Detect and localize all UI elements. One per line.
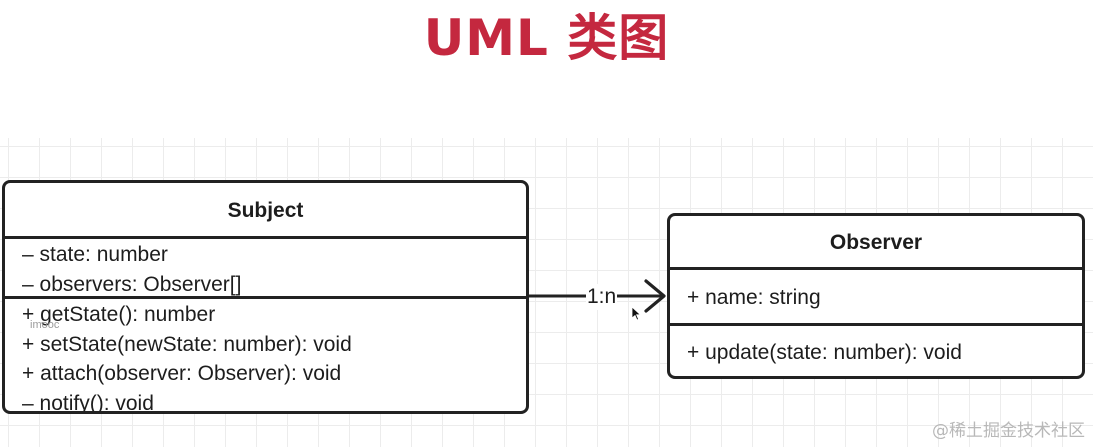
- mouse-cursor-icon: [631, 306, 642, 321]
- method-get-state: + getState(): number: [22, 303, 216, 326]
- class-observer[interactable]: Observer + name: string + update(state: …: [667, 213, 1085, 379]
- attribute-name: + name: string: [687, 286, 821, 309]
- method-update: + update(state: number): void: [687, 341, 962, 364]
- subject-attributes: – state: number – observers: Observer[]: [5, 239, 526, 299]
- method-attach: + attach(observer: Observer): void: [22, 362, 342, 385]
- method-set-state: + setState(newState: number): void: [22, 332, 352, 356]
- watermark-imooc: imooc: [30, 319, 60, 331]
- observer-methods: + update(state: number): void: [670, 326, 1082, 368]
- observer-attributes: + name: string: [670, 270, 1082, 326]
- watermark-juejin: @稀土掘金技术社区: [932, 421, 1085, 441]
- method-notify: – notify(): void: [22, 391, 154, 414]
- association-multiplicity: 1:n: [586, 284, 618, 310]
- class-name-observer: Observer: [670, 216, 1082, 270]
- page-title: UML 类图: [423, 9, 670, 67]
- attribute-state: – state: number: [22, 243, 168, 266]
- class-subject[interactable]: Subject – state: number – observers: Obs…: [2, 180, 529, 414]
- class-name-subject: Subject: [5, 183, 526, 239]
- subject-methods: + getState(): number + setState(newState…: [5, 299, 526, 414]
- attribute-observers: – observers: Observer[]: [22, 272, 242, 296]
